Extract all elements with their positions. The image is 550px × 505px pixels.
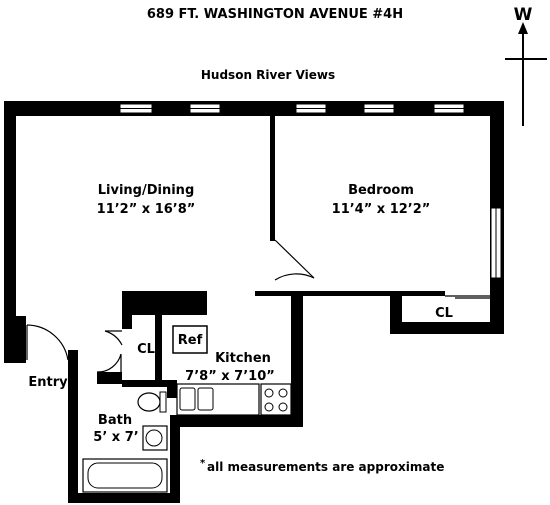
bedroom-size: 11’4” x 12’2” [332, 202, 431, 217]
plan-title: 689 FT. WASHINGTON AVENUE #4H [147, 7, 403, 22]
bath-sink-icon [142, 425, 168, 451]
view-note: Hudson River Views [201, 68, 335, 82]
entry-closet-label: CL [137, 342, 155, 357]
fridge-icon [172, 325, 208, 354]
footnote-mark: * [200, 458, 206, 469]
bedroom-closet-label: CL [435, 306, 453, 321]
compass-icon: W [505, 5, 547, 126]
compass-letter: W [514, 5, 533, 25]
walls [4, 101, 504, 503]
door-swings [26, 239, 315, 373]
stove-icon [260, 383, 292, 416]
fridge-label: Ref [178, 333, 203, 348]
footnote-text: all measurements are approximate [207, 460, 444, 474]
bathtub-icon [82, 458, 168, 493]
bedroom-name: Bedroom [348, 183, 414, 198]
toilet-icon [137, 391, 167, 413]
bath-size: 5’ x 7’ [93, 430, 138, 445]
kitchen-size: 7’8” x 7’10” [185, 369, 275, 384]
bath-name: Bath [98, 413, 132, 428]
counter-and-sink-icon [176, 383, 260, 416]
kitchen-name: Kitchen [215, 351, 271, 366]
living-room-name: Living/Dining [98, 183, 195, 198]
living-room-size: 11’2” x 16’8” [97, 202, 196, 217]
entry-name: Entry [28, 375, 68, 390]
